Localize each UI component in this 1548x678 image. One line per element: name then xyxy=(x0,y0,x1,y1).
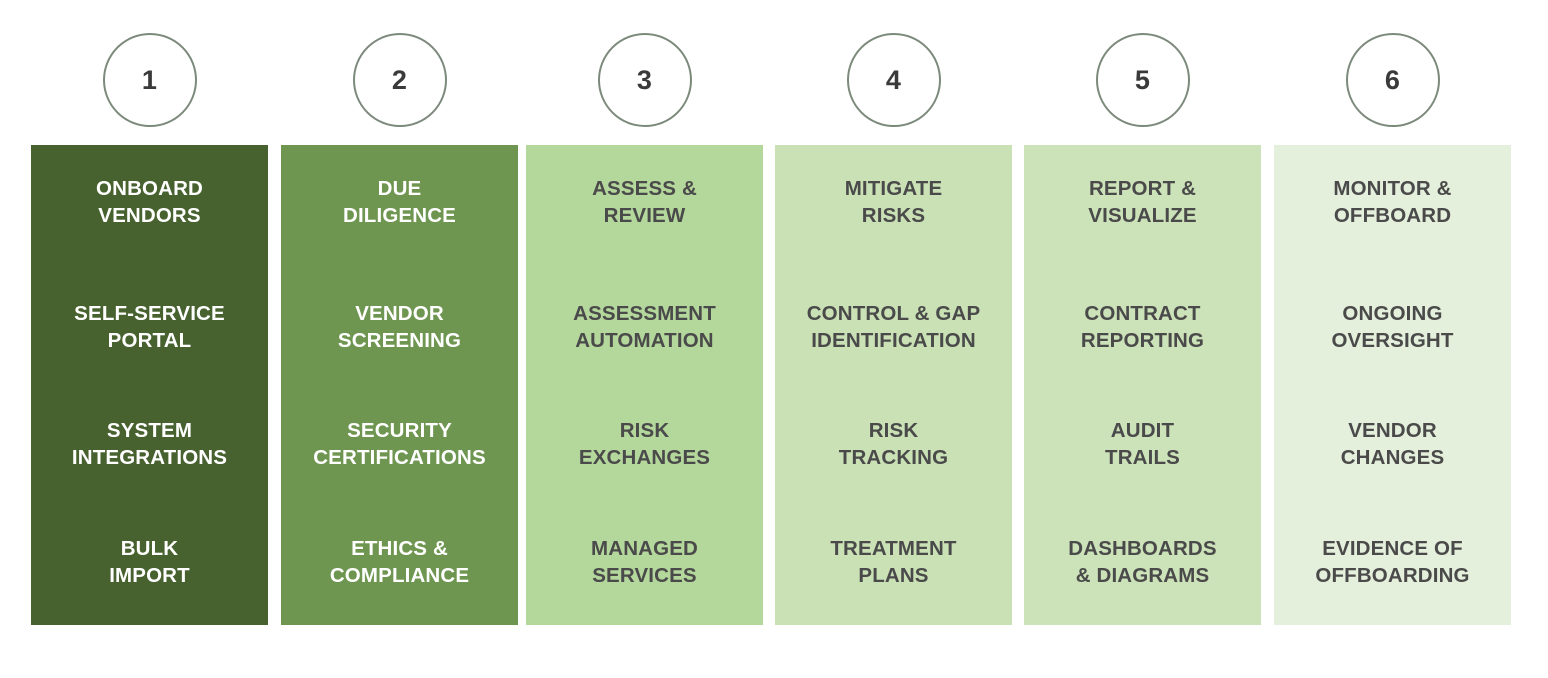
panel-item-4-1: CONTROL & GAP IDENTIFICATION xyxy=(806,301,981,352)
step-number-6: 6 xyxy=(1384,64,1401,95)
process-panel-4[interactable]: MITIGATE RISKS CONTROL & GAP IDENTIFICAT… xyxy=(775,145,1012,625)
panel-item-3-2: RISK EXCHANGES xyxy=(578,419,711,470)
step-number-2: 2 xyxy=(391,64,408,95)
panel-item-5-2: AUDIT TRAILS xyxy=(1105,419,1180,470)
process-panel-2[interactable]: DUE DILIGENCE VENDOR SCREENING SECURITY … xyxy=(281,145,518,625)
panel-item-5-1: CONTRACT REPORTING xyxy=(1080,301,1205,352)
step-number-4: 4 xyxy=(885,64,902,95)
panel-item-6-1: ONGOING OVERSIGHT xyxy=(1331,301,1454,352)
step-circle-2: 2 xyxy=(352,33,447,127)
panel-item-1-1: SELF-SERVICE PORTAL xyxy=(74,301,225,352)
panel-item-6-3: EVIDENCE OF OFFBOARDING xyxy=(1315,536,1470,587)
step-circle-1: 1 xyxy=(102,33,197,127)
panel-item-2-3: ETHICS & COMPLIANCE xyxy=(329,536,470,587)
step-number-3: 3 xyxy=(636,64,653,95)
panel-item-1-3: BULK IMPORT xyxy=(109,536,190,587)
process-column-6[interactable]: 6 MONITOR & OFFBOARD ONGOING OVERSIGHT V… xyxy=(1274,0,1511,678)
panel-item-3-1: ASSESSMENT AUTOMATION xyxy=(573,301,716,352)
panel-item-5-3: DASHBOARDS & DIAGRAMS xyxy=(1068,536,1217,587)
panel-item-3-3: MANAGED SERVICES xyxy=(591,536,698,587)
process-panel-6[interactable]: MONITOR & OFFBOARD ONGOING OVERSIGHT VEN… xyxy=(1274,145,1511,625)
panel-heading-1: ONBOARD VENDORS xyxy=(96,177,203,228)
process-column-3[interactable]: 3 ASSESS & REVIEW ASSESSMENT AUTOMATION … xyxy=(526,0,763,678)
panel-heading-2: DUE DILIGENCE xyxy=(343,177,456,228)
panel-heading-5: REPORT & VISUALIZE xyxy=(1088,177,1197,228)
process-panel-3[interactable]: ASSESS & REVIEW ASSESSMENT AUTOMATION RI… xyxy=(526,145,763,625)
process-column-1[interactable]: 1 ONBOARD VENDORS SELF-SERVICE PORTAL SY… xyxy=(31,0,268,678)
process-column-4[interactable]: 4 MITIGATE RISKS CONTROL & GAP IDENTIFIC… xyxy=(775,0,1012,678)
process-panel-1[interactable]: ONBOARD VENDORS SELF-SERVICE PORTAL SYST… xyxy=(31,145,268,625)
panel-item-6-2: VENDOR CHANGES xyxy=(1340,419,1445,470)
panel-item-1-2: SYSTEM INTEGRATIONS xyxy=(71,419,228,470)
process-column-5[interactable]: 5 REPORT & VISUALIZE CONTRACT REPORTING … xyxy=(1024,0,1261,678)
panel-heading-3: ASSESS & REVIEW xyxy=(592,177,697,228)
step-circle-5: 5 xyxy=(1095,33,1190,127)
step-number-1: 1 xyxy=(141,64,158,95)
panel-heading-6: MONITOR & OFFBOARD xyxy=(1333,177,1452,228)
panel-heading-4: MITIGATE RISKS xyxy=(844,177,943,228)
process-column-2[interactable]: 2 DUE DILIGENCE VENDOR SCREENING SECURIT… xyxy=(281,0,518,678)
step-circle-6: 6 xyxy=(1345,33,1440,127)
panel-item-4-3: TREATMENT PLANS xyxy=(830,536,957,587)
panel-item-2-2: SECURITY CERTIFICATIONS xyxy=(313,419,486,470)
process-panel-5[interactable]: REPORT & VISUALIZE CONTRACT REPORTING AU… xyxy=(1024,145,1261,625)
step-circle-4: 4 xyxy=(846,33,941,127)
step-number-5: 5 xyxy=(1134,64,1151,95)
panel-item-4-2: RISK TRACKING xyxy=(838,419,949,470)
step-circle-3: 3 xyxy=(597,33,692,127)
panel-item-2-1: VENDOR SCREENING xyxy=(337,301,462,352)
